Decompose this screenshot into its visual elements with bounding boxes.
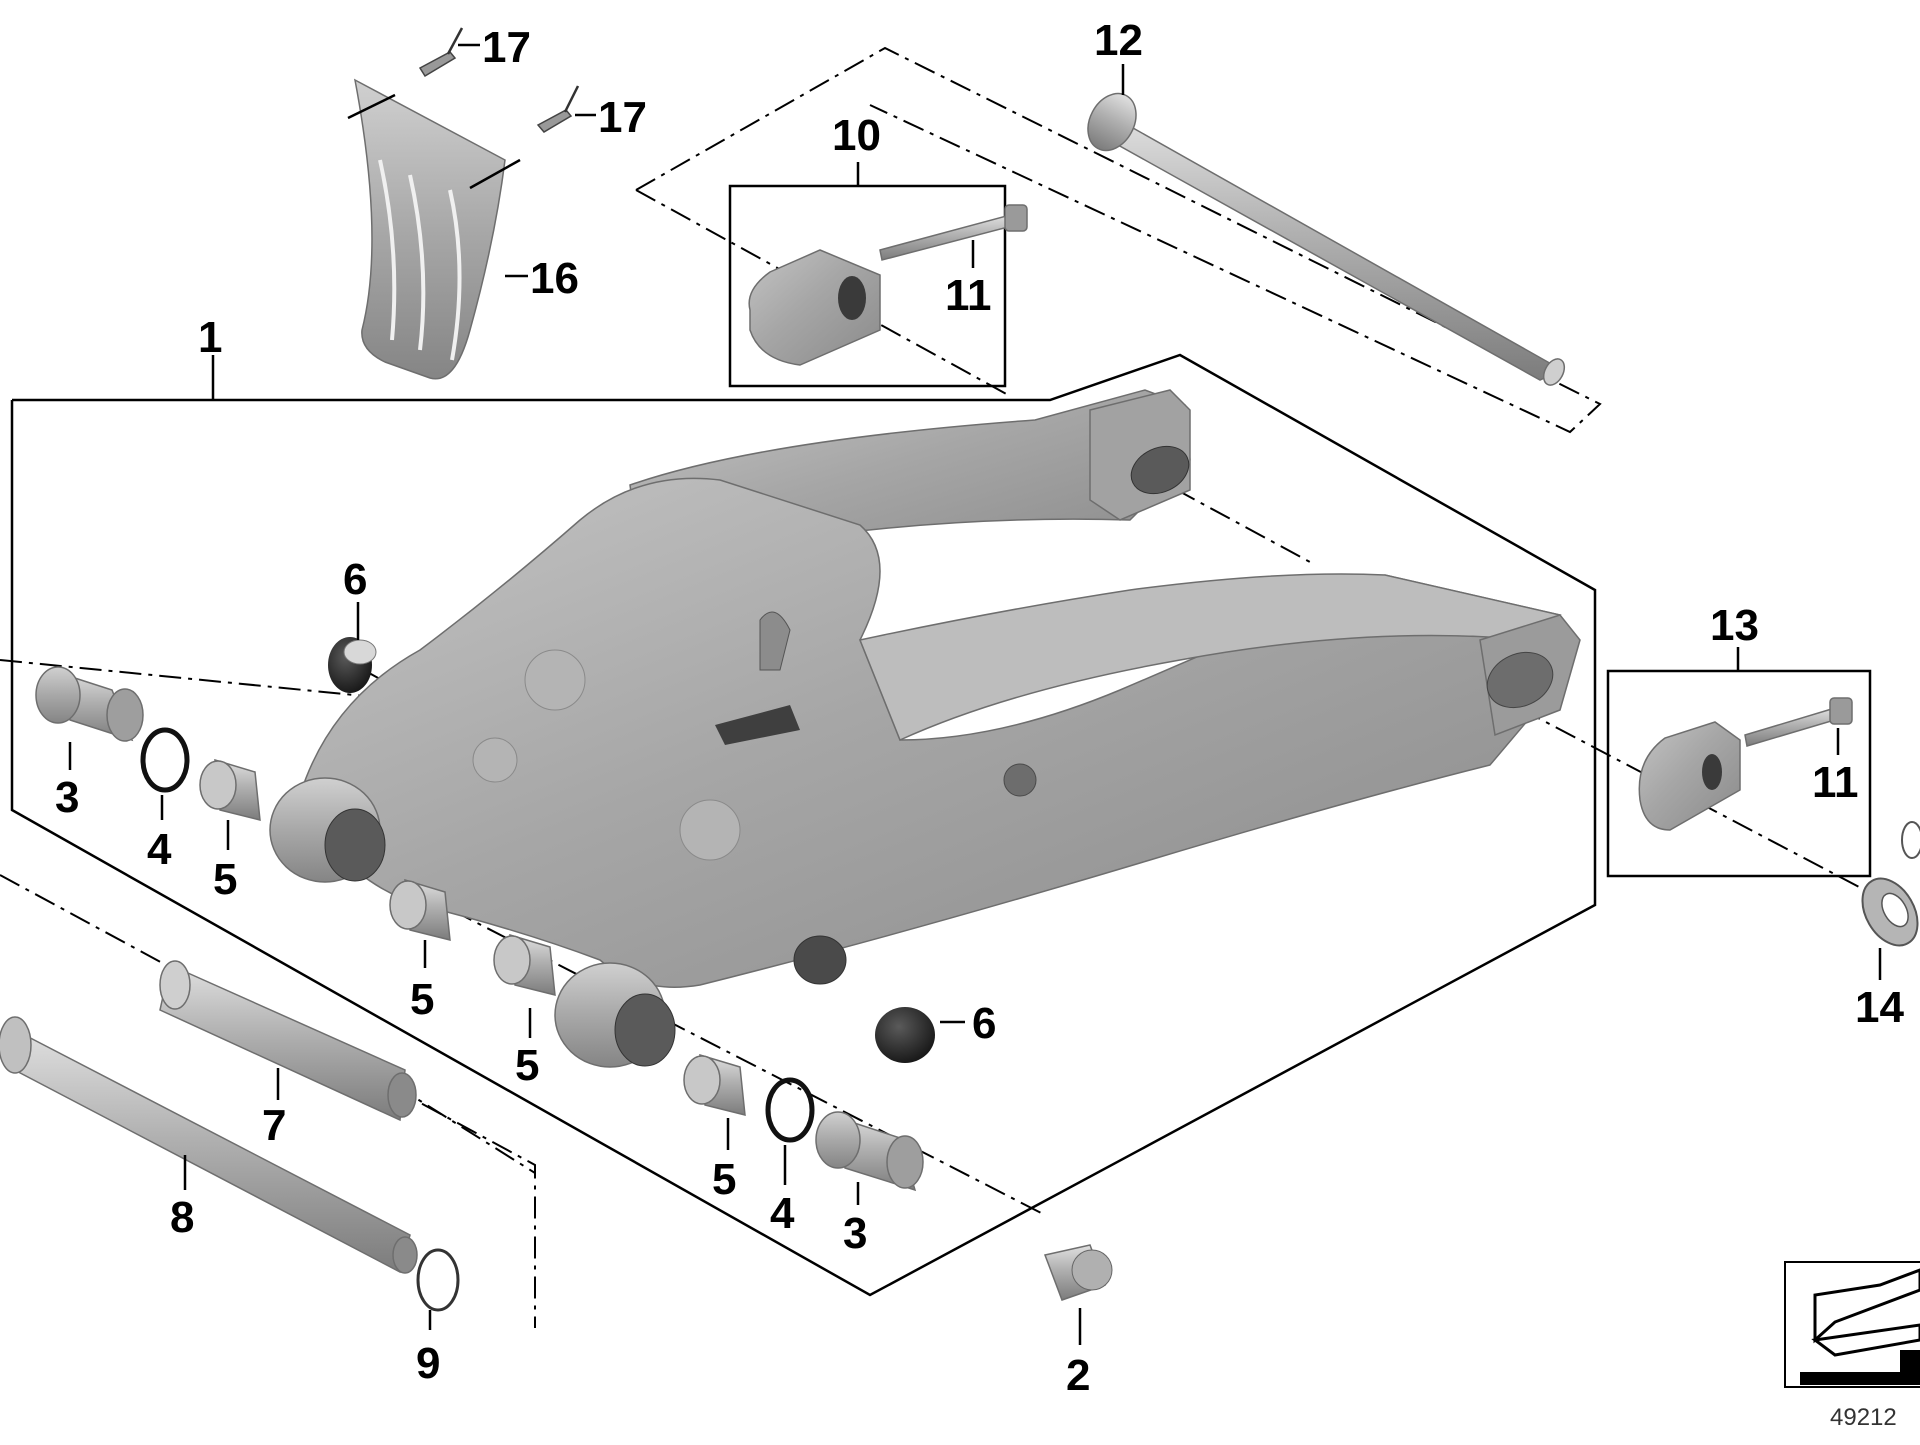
callout-1: 1 [198,313,222,362]
callout-17a-group: 17 [458,23,531,72]
callout-16-group: 16 [505,254,579,303]
callout-10: 10 [832,111,881,160]
kit-frame-10 [728,184,1007,388]
cap-6-upper [328,602,377,693]
callout-3a: 3 [55,773,79,822]
axis-13 [1484,689,1881,899]
cap-6-lower [875,1007,935,1063]
axle-8 [0,1016,418,1274]
callout-14: 14 [1855,983,1904,1032]
expanding-rivet-17b [536,85,580,133]
callout-16: 16 [530,254,579,303]
callout-13: 13 [1710,601,1759,650]
bearing-sleeve-3b [815,1111,924,1205]
screw-11a [879,204,1028,268]
screw-2 [1043,1244,1113,1345]
callout-6b-group: 6 [940,999,996,1048]
washer-14 [1861,821,1920,980]
axis-10-12 [635,46,1602,434]
spacer-7 [159,960,417,1122]
callout-11b: 11 [1812,758,1859,807]
callout-5c: 5 [515,1041,539,1090]
swingarm-1 [269,389,1581,1068]
needle-bearing-5a [199,758,261,850]
callout-17a: 17 [482,23,531,72]
axis-left-bearings [0,659,406,701]
callout-6a: 6 [343,555,367,604]
axis-spacer-7 [359,1062,536,1174]
callout-17b-group: 17 [575,93,647,142]
image-number: 49212 [1830,1404,1897,1431]
screw-11b [1744,697,1853,755]
bearing-sleeve-3a [35,666,144,770]
callout-12: 12 [1094,16,1143,65]
callout-5b: 5 [410,975,434,1024]
callout-17b: 17 [598,93,647,142]
clamp-block-10 [748,249,881,366]
pivot-pin-12 [1087,64,1566,386]
expanding-rivet-17a [418,27,464,78]
callout-8: 8 [170,1193,194,1242]
needle-bearing-5c [493,933,556,1038]
mud-guard-16 [347,78,521,380]
callout-6b: 6 [972,999,996,1048]
callout-3b: 3 [843,1209,867,1258]
orientation-arrow-icon [1784,1261,1920,1388]
callout-9: 9 [416,1339,440,1388]
callout-5a: 5 [213,855,237,904]
callout-2: 2 [1066,1351,1090,1400]
needle-bearing-5b [389,878,451,968]
callout-7: 7 [262,1101,286,1150]
callout-11a: 11 [945,271,992,320]
circlip-4a [140,727,190,820]
needle-bearing-5d [683,1053,746,1150]
callout-4a: 4 [147,825,172,874]
retaining-ring-9 [416,1248,460,1330]
callout-5d: 5 [712,1155,736,1204]
callout-4b: 4 [770,1189,795,1238]
clamp-block-13 [1638,721,1741,831]
circlip-4b [765,1077,815,1185]
